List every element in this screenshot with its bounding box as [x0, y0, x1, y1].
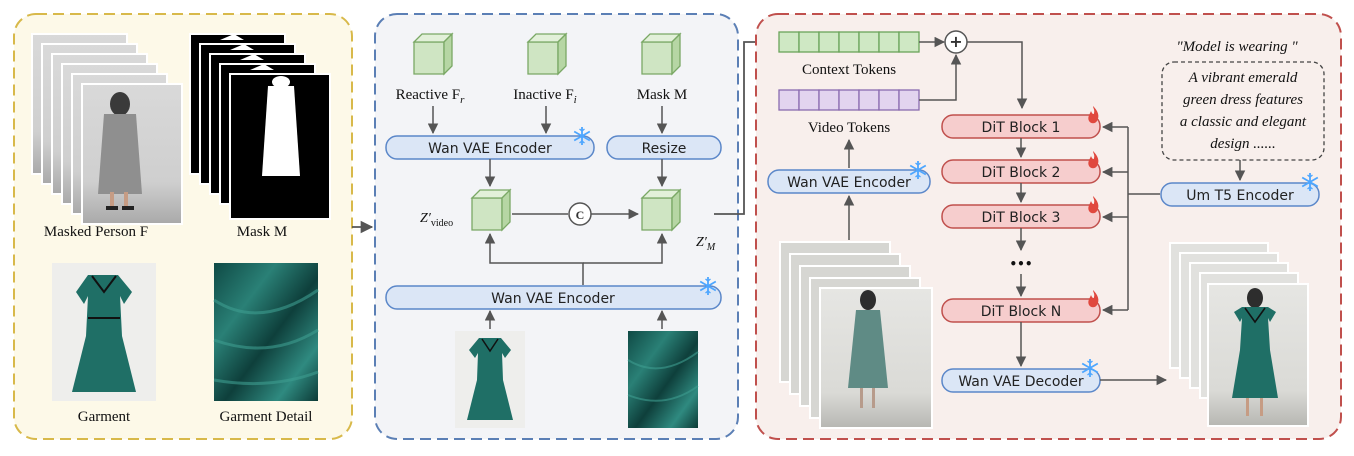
- garment-detail-thumbnail: [627, 331, 699, 428]
- wan-vae-decoder: Wan VAE Decoder: [941, 358, 1101, 393]
- svg-text:a classic and elegant: a classic and elegant: [1180, 114, 1307, 130]
- svg-text:design ......: design ......: [1210, 136, 1275, 152]
- svg-text:C: C: [576, 208, 585, 222]
- wan-vae-encoder-bottom: Wan VAE Encoder: [385, 276, 722, 310]
- mask-m-label: Mask M: [637, 87, 687, 103]
- ellipsis: •••: [1009, 257, 1032, 271]
- output-video-frames: [1169, 242, 1309, 427]
- mask-frames: [189, 33, 331, 220]
- z-video-cube: [471, 189, 511, 231]
- mask-cube: [641, 33, 681, 75]
- prompt-text: A vibrant emerald green dress features a…: [1180, 70, 1307, 152]
- svg-text:Wan VAE Encoder: Wan VAE Encoder: [491, 291, 615, 307]
- svg-text:Resize: Resize: [642, 141, 687, 157]
- svg-text:Wan VAE Encoder: Wan VAE Encoder: [428, 141, 552, 157]
- noisy-video-frames: [779, 241, 933, 429]
- video-tokens-label: Video Tokens: [808, 120, 891, 136]
- svg-text:A vibrant emerald: A vibrant emerald: [1188, 70, 1298, 86]
- svg-text:DiT Block 3: DiT Block 3: [982, 210, 1061, 226]
- masked-person-frames: [31, 33, 183, 225]
- reactive-label: Reactive Fr: [396, 87, 466, 106]
- video-tokens: [778, 89, 920, 111]
- svg-text:Wan VAE Encoder: Wan VAE Encoder: [787, 175, 911, 191]
- concat-node: C: [568, 202, 592, 226]
- svg-text:DiT Block 2: DiT Block 2: [982, 165, 1061, 181]
- z-m-label: Z′M: [696, 235, 716, 253]
- svg-text:+: +: [949, 32, 962, 51]
- garment-label: Garment: [78, 409, 131, 425]
- reactive-cube: [413, 33, 453, 75]
- z-m-cube: [641, 189, 681, 231]
- context-tokens-label: Context Tokens: [802, 62, 896, 78]
- svg-text:DiT Block N: DiT Block N: [981, 304, 1061, 320]
- context-tokens: [778, 31, 920, 53]
- z-video-label: Z′video: [420, 211, 453, 229]
- mask-label: Mask M: [237, 224, 287, 240]
- inactive-cube: [527, 33, 567, 75]
- add-node: +: [944, 30, 968, 54]
- umt5-encoder: Um T5 Encoder: [1160, 172, 1320, 207]
- svg-text:DiT Block 1: DiT Block 1: [982, 120, 1061, 136]
- svg-text:Um T5 Encoder: Um T5 Encoder: [1186, 188, 1294, 204]
- resize-block: Resize: [606, 135, 722, 160]
- garment-image: [52, 263, 156, 401]
- wan-vae-encoder-video: Wan VAE Encoder: [767, 160, 931, 194]
- garment-thumbnail: [455, 331, 525, 428]
- garment-detail-label: Garment Detail: [220, 409, 313, 425]
- prompt-box: [1161, 61, 1325, 161]
- garment-detail-image: [213, 263, 319, 401]
- prompt-prefix: "Model is wearing ": [1176, 39, 1298, 55]
- inactive-label: Inactive Fi: [513, 87, 576, 106]
- wan-vae-encoder-top: Wan VAE Encoder: [385, 126, 595, 160]
- masked-person-label: Masked Person F: [44, 224, 148, 240]
- svg-text:green dress features: green dress features: [1183, 92, 1303, 108]
- dit-block-n: DiT Block N: [941, 290, 1101, 323]
- dit-block-3: DiT Block 3: [941, 196, 1101, 229]
- svg-text:Wan VAE Decoder: Wan VAE Decoder: [958, 374, 1084, 390]
- dit-block-1: DiT Block 1: [941, 106, 1101, 139]
